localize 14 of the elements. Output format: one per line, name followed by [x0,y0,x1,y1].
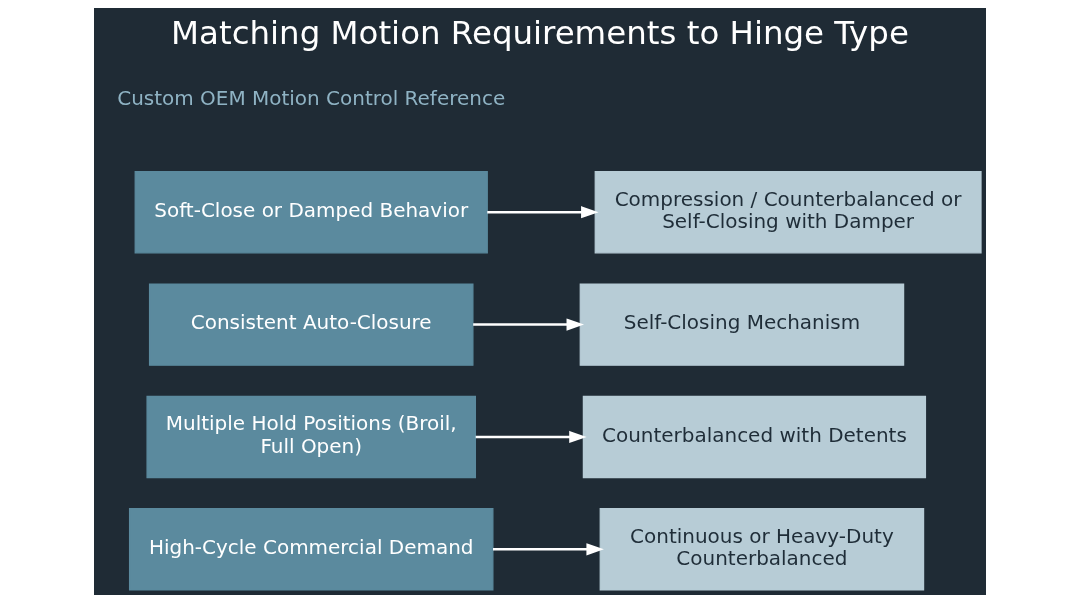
label: Custom OEM Motion Control Reference [117,85,506,110]
arrow [487,206,599,219]
arrow [475,430,587,444]
node-box: Soft-Close or Damped Behavior [134,171,488,254]
node-box: Counterbalanced with Detents [582,395,927,479]
node-box: Self-Closing Mechanism [579,283,905,366]
arrow [493,543,604,556]
node-box: Continuous or Heavy-Duty Counterbalanced [599,508,925,591]
node-box: Multiple Hold Positions (Broil, Full Open) [146,395,476,479]
diagram-title: Matching Motion Requirements to Hinge Type [171,14,909,53]
node-box: High-Cycle Commercial Demand [128,508,494,591]
node-box: Consistent Auto-Closure [148,283,474,366]
arrow [473,318,585,331]
node-box: Compression / Counterbalanced or Self-Closing with Damper [594,171,982,254]
